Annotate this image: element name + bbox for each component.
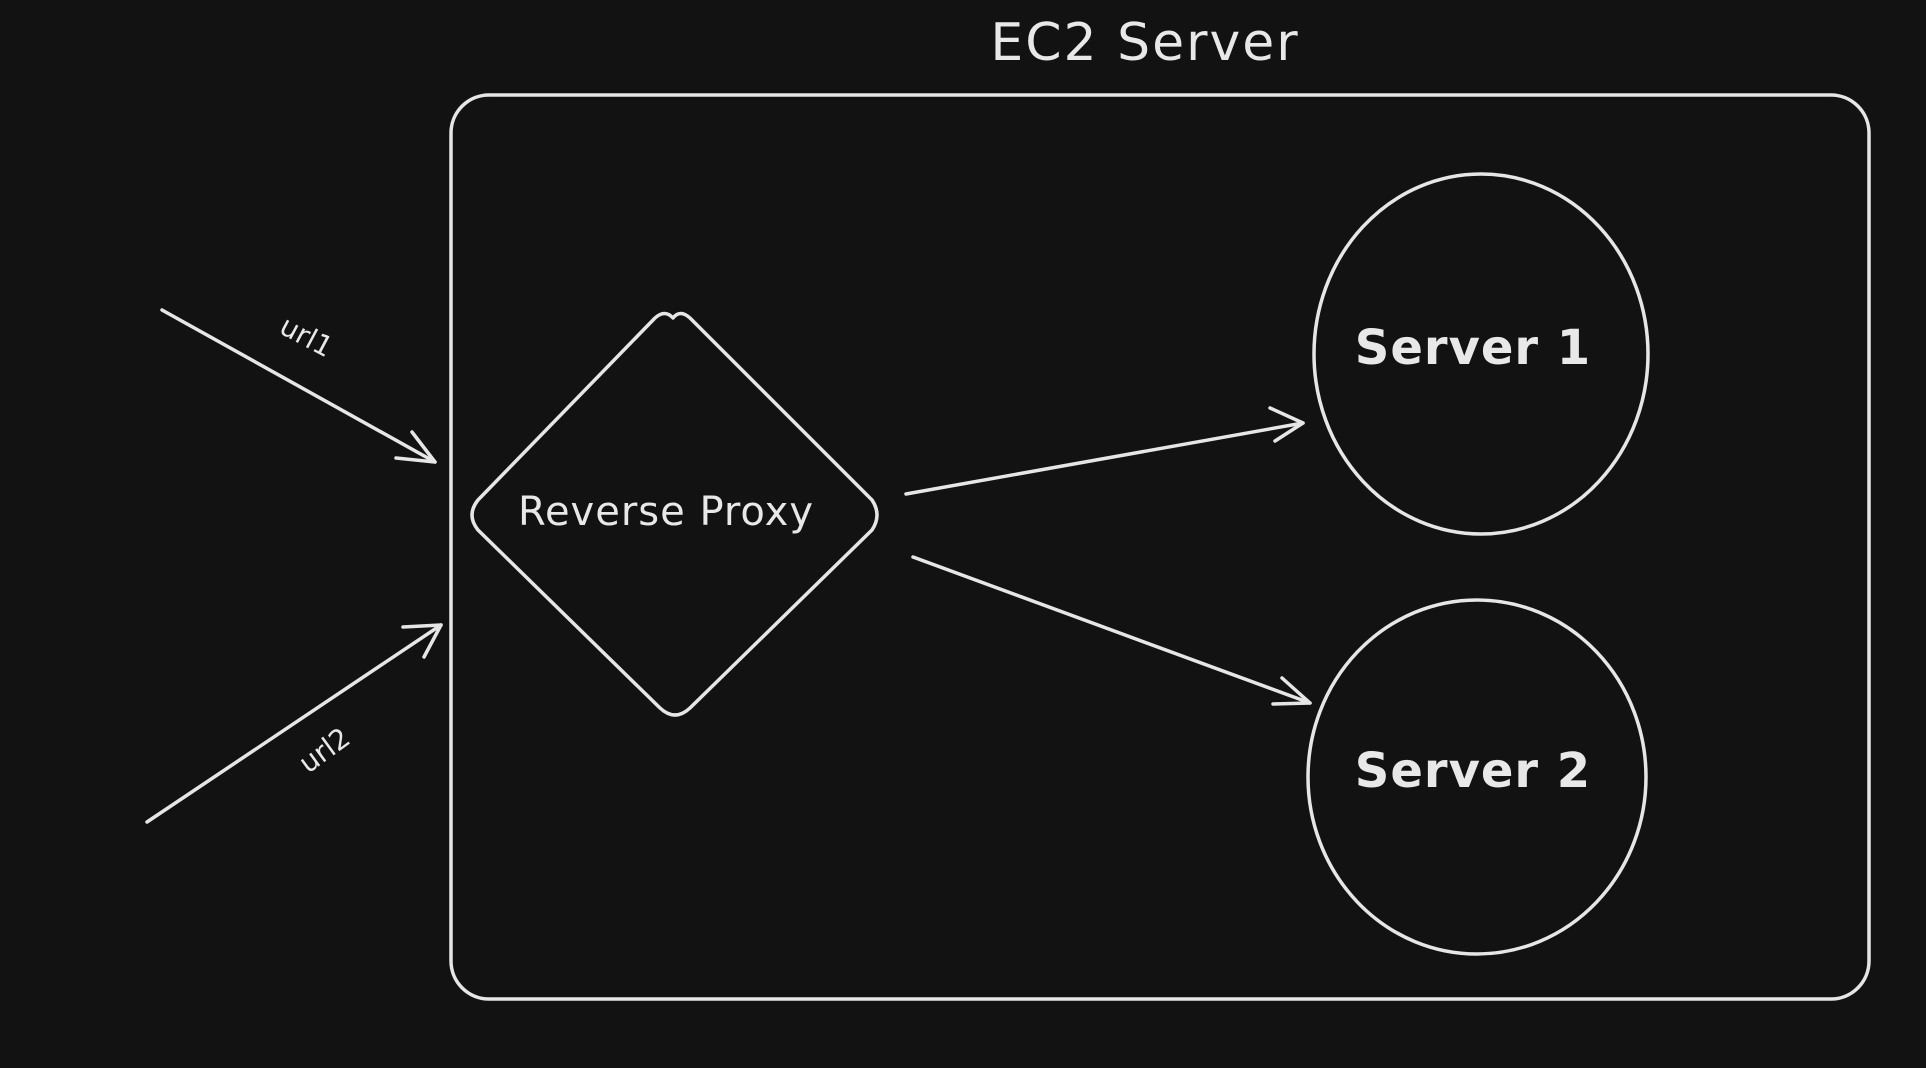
url1-label: url1 bbox=[274, 309, 338, 364]
proxy-to-server-1-arrow[interactable] bbox=[904, 406, 1305, 496]
arrow-line bbox=[911, 555, 1312, 705]
url2-label: url2 bbox=[293, 721, 357, 780]
arrowhead-icon bbox=[1271, 676, 1312, 706]
server-2-node[interactable] bbox=[1306, 598, 1648, 956]
ec2-container-box[interactable] bbox=[449, 93, 1871, 1001]
arrow-line bbox=[160, 308, 437, 464]
arrow-line bbox=[145, 623, 443, 824]
arrowhead-icon bbox=[401, 623, 443, 659]
incoming-arrow-url1[interactable] bbox=[160, 308, 437, 464]
arrowhead-icon bbox=[394, 430, 437, 464]
server-1-node[interactable] bbox=[1312, 172, 1650, 536]
arrowhead-icon bbox=[1268, 406, 1305, 443]
reverse-proxy-node[interactable] bbox=[470, 311, 879, 717]
reverse-proxy-label: Reverse Proxy bbox=[518, 489, 814, 535]
container-title: EC2 Server bbox=[990, 13, 1299, 73]
arrow-line bbox=[904, 421, 1305, 496]
server-2-label: Server 2 bbox=[1355, 743, 1591, 799]
server-1-label: Server 1 bbox=[1355, 320, 1591, 376]
incoming-arrow-url2[interactable] bbox=[145, 623, 443, 824]
proxy-to-server-2-arrow[interactable] bbox=[911, 555, 1312, 706]
